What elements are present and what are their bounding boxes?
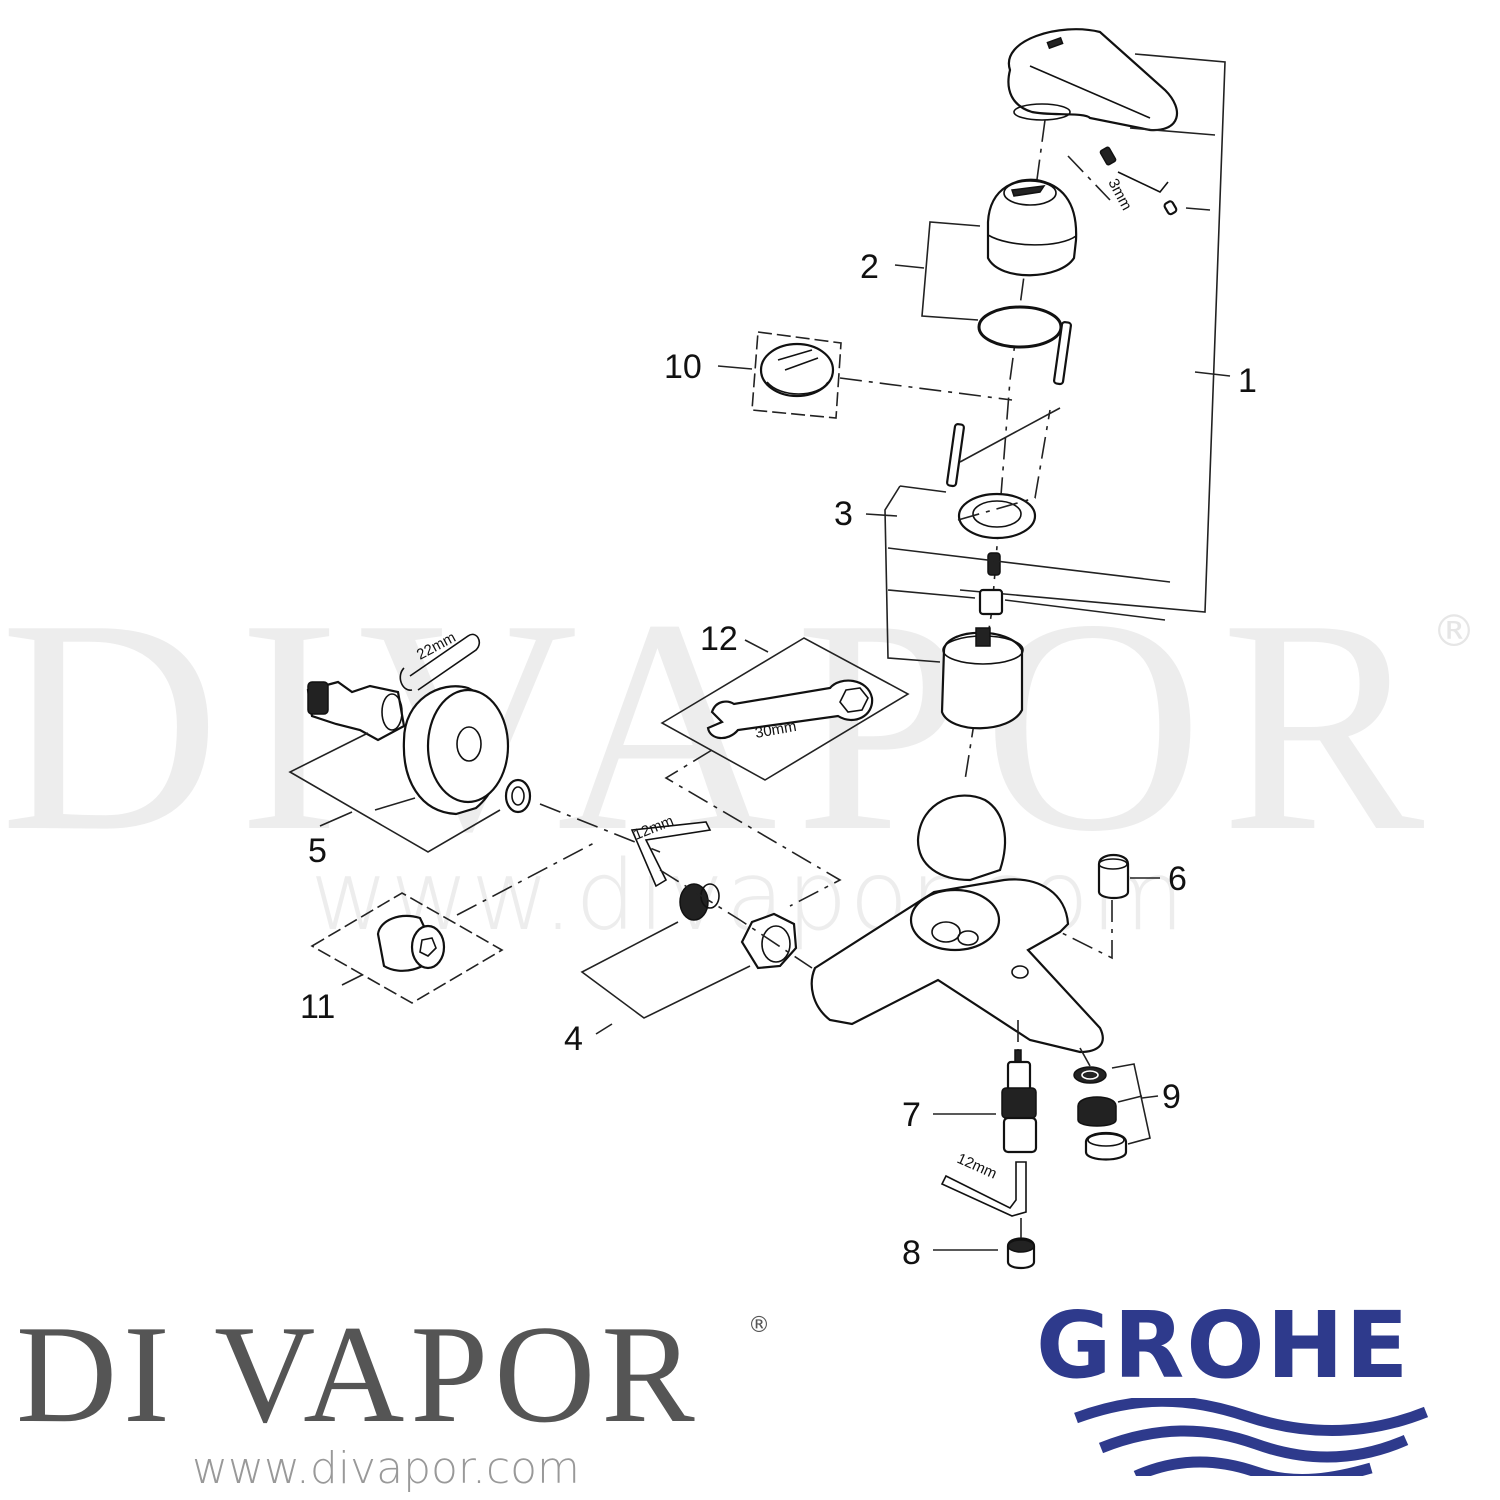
cartridge-body-icon xyxy=(940,627,1024,730)
grub-screw-icon xyxy=(1099,146,1117,166)
part-9-aerator-set[interactable] xyxy=(1073,1066,1128,1161)
part-5-washer[interactable] xyxy=(504,778,532,814)
divapor-url-link[interactable]: www.divapor.com xyxy=(192,1443,580,1494)
watermark-registered-mark: ® xyxy=(1432,606,1476,657)
part-label-4[interactable]: 4 xyxy=(564,1020,583,1058)
part-2-escutcheon-cap[interactable] xyxy=(986,178,1078,277)
tool-label-30mm: 30mm xyxy=(754,718,798,742)
divapor-logo-name: DI VAPOR xyxy=(16,1297,701,1452)
part-label-10[interactable]: 10 xyxy=(664,348,702,386)
grohe-logo[interactable]: GROHE xyxy=(1036,1296,1486,1476)
part-10-ceramic-cartridge[interactable] xyxy=(751,331,842,419)
part-5-flange[interactable] xyxy=(402,685,510,816)
tool-label-3mm: 3mm xyxy=(1104,176,1135,213)
part-label-9[interactable]: 9 xyxy=(1162,1078,1181,1116)
part-label-3[interactable]: 3 xyxy=(834,495,853,533)
divapor-logo[interactable]: DI VAPOR ® www.divapor.com xyxy=(16,1297,770,1495)
part-4-check-valve[interactable] xyxy=(679,883,720,921)
part-1-lever-handle[interactable] xyxy=(1007,28,1178,132)
water-waves-icon xyxy=(1074,1398,1429,1476)
hex-key-12mm-icon: 12mm xyxy=(630,812,712,888)
spanner-22mm-icon: 22mm xyxy=(399,629,481,691)
part-4-union-nut[interactable] xyxy=(740,912,798,970)
hex-key-3mm-icon: 3mm xyxy=(1104,171,1169,213)
part-3-screw-and-adaptor[interactable] xyxy=(978,552,1004,616)
part-5-s-union[interactable] xyxy=(306,680,406,742)
mixer-body[interactable] xyxy=(810,794,1104,1054)
part-12-wrench[interactable]: 30mm xyxy=(660,637,910,781)
part-8-diverter-nut[interactable] xyxy=(1006,1237,1036,1270)
part-3-fixing-ring[interactable] xyxy=(957,492,1037,540)
part-3-fixing-screws[interactable] xyxy=(946,321,1072,488)
watermark-divapor: DIVAPOR xyxy=(0,556,1443,894)
part-2-o-ring[interactable] xyxy=(977,305,1063,349)
part-label-11[interactable]: 11 xyxy=(300,988,335,1026)
part-11-extension[interactable] xyxy=(310,892,504,1004)
part-label-12[interactable]: 12 xyxy=(700,620,738,658)
part-label-6[interactable]: 6 xyxy=(1168,860,1187,898)
part-label-5[interactable]: 5 xyxy=(308,832,327,870)
part-label-1[interactable]: 1 xyxy=(1238,362,1257,400)
part-label-2[interactable]: 2 xyxy=(860,248,879,286)
grohe-logo-name: GROHE xyxy=(1036,1292,1411,1399)
hex-key-12mm-diverter-icon: 12mm xyxy=(940,1150,1027,1217)
part-label-7[interactable]: 7 xyxy=(902,1096,921,1134)
part-6-plug[interactable] xyxy=(1097,853,1130,900)
handle-cap-icon xyxy=(1163,200,1178,216)
part-label-8[interactable]: 8 xyxy=(902,1234,921,1272)
part-7-diverter-cartridge[interactable] xyxy=(1001,1049,1038,1154)
tool-label-12mm-b: 12mm xyxy=(954,1150,999,1182)
divapor-registered-mark: ® xyxy=(748,1313,770,1338)
